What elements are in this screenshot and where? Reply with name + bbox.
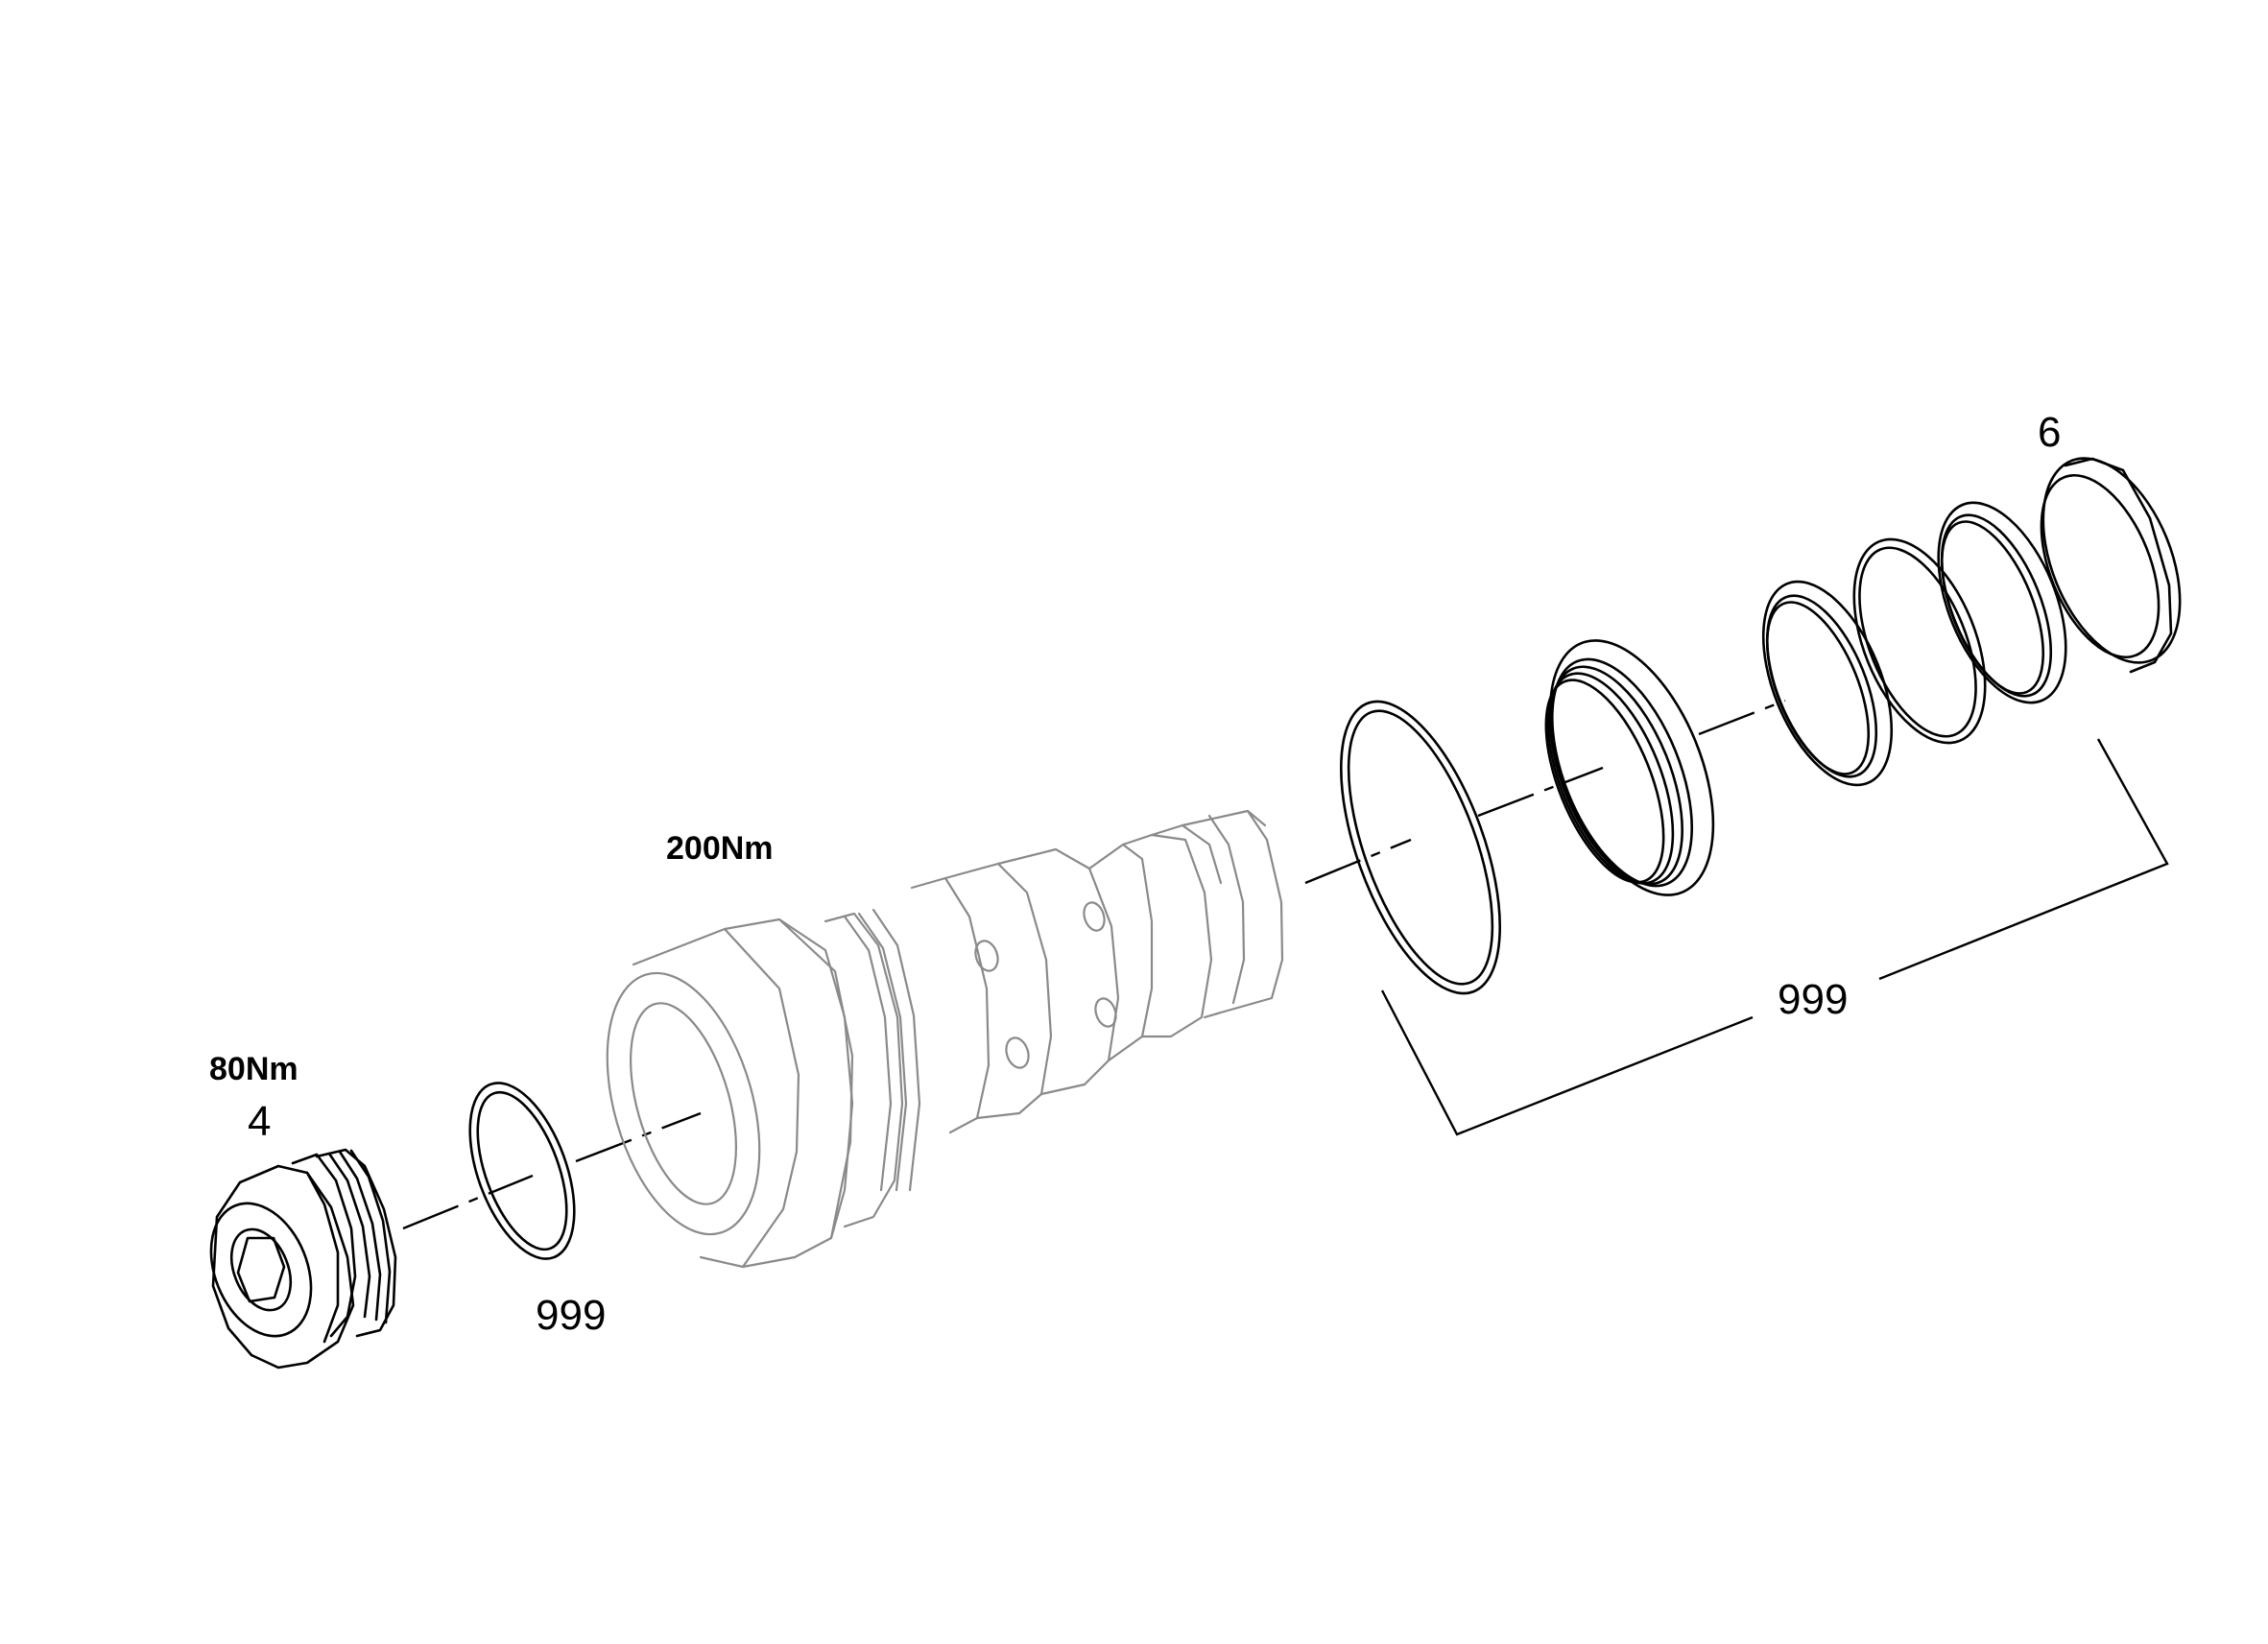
kit-bracket bbox=[1380, 738, 2169, 1136]
valve-body-part bbox=[606, 809, 1284, 1269]
backup-ring-part bbox=[1544, 639, 1715, 896]
large-o-ring-part bbox=[1339, 700, 1502, 995]
guide-ring-item-number: 6 bbox=[2038, 409, 2061, 456]
seal-ring-b-part bbox=[1852, 537, 1987, 745]
small-seal-item-number: 999 bbox=[536, 1292, 606, 1339]
small-seal-ring-part bbox=[468, 1082, 576, 1260]
seal-kit-item-number: 999 bbox=[1778, 976, 1848, 1023]
plug-torque-label: 80Nm bbox=[209, 1051, 298, 1087]
plug-screw-part bbox=[209, 1148, 397, 1370]
center-axis bbox=[402, 699, 1786, 1230]
guide-ring-part bbox=[2040, 457, 2182, 674]
seal-ring-a-part bbox=[1761, 580, 1894, 787]
valve-torque-label: 200Nm bbox=[666, 830, 774, 867]
plug-item-number: 4 bbox=[248, 1098, 271, 1145]
